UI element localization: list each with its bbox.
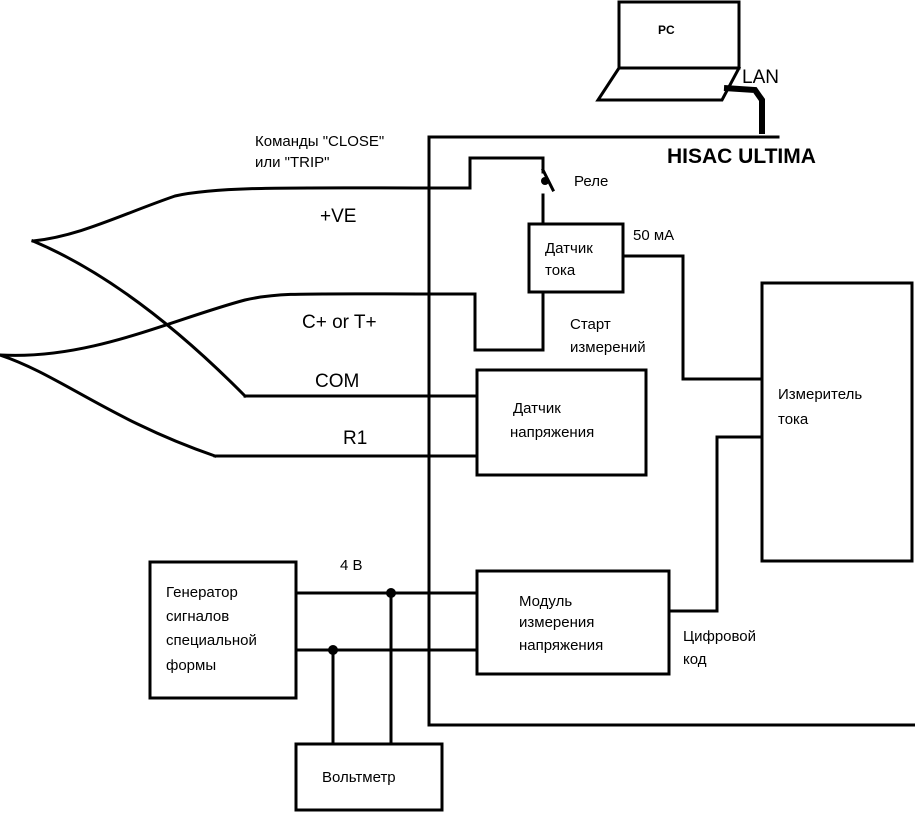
wire-r1-label: R1 (343, 428, 367, 449)
relay-label: Реле (574, 173, 608, 190)
generator-line4: формы (166, 657, 216, 674)
voltage-sensor-line1: Датчик (513, 400, 561, 417)
pc-laptop-icon (595, 0, 742, 102)
wire-digital-code (667, 435, 764, 613)
voltage-module-line2: измерения (519, 614, 594, 631)
voltage-module-line1: Модуль (519, 593, 572, 610)
voltage-sensor-line2: напряжения (510, 424, 594, 441)
digital-code-line1: Цифровой (683, 628, 756, 645)
current-sensor-box (527, 222, 625, 294)
voltage-module-line3: напряжения (519, 637, 603, 654)
generator-line3: специальной (166, 632, 257, 649)
current-meter-box (760, 281, 914, 563)
current-50ma-label: 50 мА (633, 227, 674, 244)
generator-line1: Генератор (166, 584, 238, 601)
voltage-4v-label: 4 В (340, 557, 363, 574)
relay-top-wire (429, 156, 545, 190)
ct-loop-wire (463, 290, 545, 352)
current-sensor-line2: тока (545, 262, 576, 279)
pc-screen (617, 0, 741, 70)
wire-com-label: COM (315, 371, 359, 392)
wire-sensor-to-meter (621, 254, 764, 381)
lan-label: LAN (742, 67, 779, 88)
wire-ct-curve (0, 292, 467, 357)
digital-code-line2: код (683, 651, 707, 668)
main-bus-line (427, 135, 780, 727)
lan-cable (723, 85, 765, 134)
current-meter-line1: Измеритель (778, 386, 862, 403)
pc-keyboard (595, 65, 742, 102)
generator-line2: сигналов (166, 608, 229, 625)
start-measure-line1: Старт (570, 316, 611, 333)
wire-com-curve (31, 239, 248, 399)
start-measure-line2: измерений (570, 339, 646, 356)
voltage-module-box (475, 569, 671, 676)
current-meter-line2: тока (778, 411, 809, 428)
commands-label-line2: или "TRIP" (255, 154, 330, 171)
wire-r1-curve (0, 353, 217, 458)
relay-contact-dot (541, 177, 549, 185)
wire-ve-label: +VE (320, 206, 356, 227)
wire-ve-curve (31, 186, 433, 243)
voltmeter-label: Вольтметр (322, 769, 396, 786)
commands-label-line1: Команды "CLOSE" (255, 133, 384, 150)
device-title: HISAC ULTIMA (667, 145, 816, 168)
voltage-sensor-box (475, 368, 648, 477)
pc-label: PC (658, 23, 675, 37)
voltmeter-box (294, 742, 444, 812)
generator-box (148, 560, 298, 700)
wire-ct-label: C+ or T+ (302, 312, 377, 333)
current-sensor-line1: Датчик (545, 240, 593, 257)
